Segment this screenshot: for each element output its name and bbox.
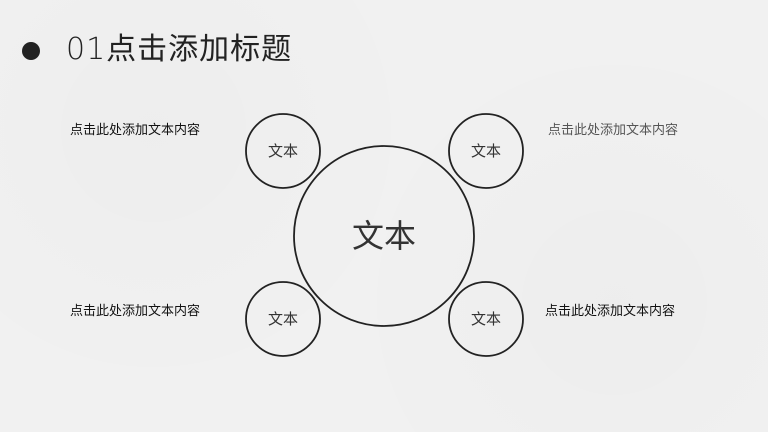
node-circle-bottom-left xyxy=(245,281,321,357)
node-label-top-left: 文本 xyxy=(268,142,298,160)
node-circle-top-right xyxy=(448,113,524,189)
node-circle-top-left xyxy=(245,113,321,189)
caption-bottom-right: 点击此处添加文本内容 xyxy=(545,304,676,319)
caption-top-left: 点击此处添加文本内容 xyxy=(70,123,201,138)
node-circle-bottom-right xyxy=(448,281,524,357)
node-label-top-right: 文本 xyxy=(471,142,501,160)
caption-top-right: 点击此处添加文本内容 xyxy=(548,123,679,138)
title-bullet-icon xyxy=(22,42,40,60)
node-label-bottom-left: 文本 xyxy=(268,310,298,328)
center-circle xyxy=(293,145,475,327)
caption-bottom-left: 点击此处添加文本内容 xyxy=(70,304,201,319)
node-label-bottom-right: 文本 xyxy=(471,310,501,328)
page-title: 01点击添加标题 xyxy=(66,32,293,67)
center-circle-label: 文本 xyxy=(352,217,416,255)
